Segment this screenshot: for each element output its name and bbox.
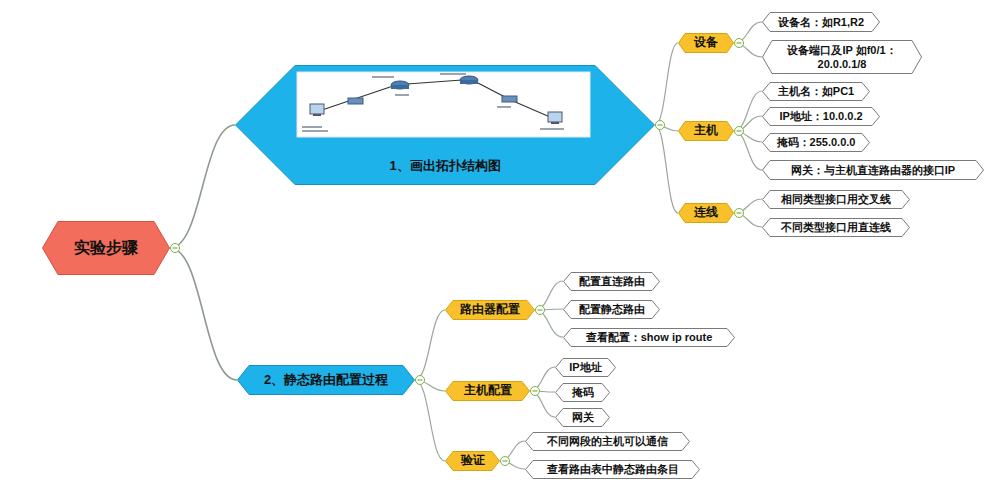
topic-label: 设备名：如R1,R2 [778,15,864,29]
subtopic: 设备 [678,33,734,53]
main-topic: 2、静态路由配置过程 [237,365,415,395]
leaf-topic: 不同网段的主机可以通信 [525,432,690,451]
leaf-topic: 网关 [555,408,610,427]
subtopic: 验证 [445,451,500,471]
branch-connector [734,91,762,131]
topic-label: 配置静态路由 [579,302,645,316]
leaf-topic: 相同类型接口用交叉线 [762,190,910,209]
collapse-marker [501,457,510,466]
collapse-marker [536,306,545,315]
leaf-topic: 主机名：如PC1 [762,82,870,101]
topic-label: 网关 [572,410,594,424]
subtopic: 路由器配置 [445,300,535,320]
topology-wires [322,80,550,117]
topic-label: IP地址 [569,360,601,374]
subtopic: 主机 [678,121,734,141]
collapse-marker [735,39,744,48]
leaf-topic: 掩码：255.0.0.0 [762,133,870,152]
topic-label: 主机名：如PC1 [778,84,854,98]
topic-label: IP地址：10.0.0.2 [779,109,862,123]
topic-label: 1、画出拓扑结构图 [389,158,500,175]
subtopic: 连线 [678,203,734,223]
topic-label: 相同类型接口用交叉线 [781,192,891,206]
branch-connector [415,380,445,461]
main-topic: 1、画出拓扑结构图 [235,65,655,185]
topic-label: 实验步骤 [74,238,138,259]
topic-label: 掩码 [572,385,594,399]
topic-label: 设备 [694,35,718,51]
leaf-topic: 查看配置：show ip route [563,328,735,347]
topic-label: 2、静态路由配置过程 [264,372,388,389]
topic-label: 主机 [694,123,718,139]
topic-label: 路由器配置 [460,302,520,318]
root-topic: 实验步骤 [42,221,170,275]
topology-devices [310,76,562,124]
topic-label: 配置直连路由 [579,274,645,288]
leaf-topic: 掩码 [555,383,610,402]
collapse-marker [531,387,540,396]
branch-connector [415,310,445,380]
leaf-topic: 设备名：如R1,R2 [762,12,880,32]
topic-label: 不同网段的主机可以通信 [547,434,668,448]
leaf-topic: 设备端口及IP 如f0/1：20.0.0.1/8 [762,40,922,74]
collapse-marker [416,376,425,385]
topic-label: 连线 [694,205,718,221]
subtopic: 主机配置 [445,381,530,401]
branch-connector [170,125,235,248]
leaf-topic: 配置直连路由 [563,272,660,291]
leaf-topic: 配置静态路由 [563,300,660,319]
topic-label: 查看路由表中静态路由条目 [547,462,679,476]
topic-label: 网关：与主机直连路由器的接口IP [791,163,955,177]
leaf-topic: 网关：与主机直连路由器的接口IP [762,160,984,180]
leaf-topic: 不同类型接口用直连线 [762,218,910,237]
collapse-marker [735,127,744,136]
branch-connector [170,248,237,380]
branch-connector [655,43,678,125]
collapse-marker [735,209,744,218]
topic-label: 查看配置：show ip route [586,330,713,344]
collapse-marker [171,244,180,253]
topic-label: 验证 [461,453,485,469]
branch-connector [655,125,678,213]
collapse-marker [656,121,665,130]
topic-label: 不同类型接口用直连线 [781,220,891,234]
topic-label: 设备端口及IP 如f0/1：20.0.0.1/8 [778,43,906,72]
topic-label: 掩码：255.0.0.0 [777,135,856,149]
topic-label: 主机配置 [464,383,512,399]
leaf-topic: IP地址：10.0.0.2 [762,107,880,126]
leaf-topic: IP地址 [555,358,616,377]
illustration-frame [297,72,590,137]
illustration-caption-marks [302,73,564,132]
leaf-topic: 查看路由表中静态路由条目 [525,460,700,479]
branch-connector [734,131,762,170]
